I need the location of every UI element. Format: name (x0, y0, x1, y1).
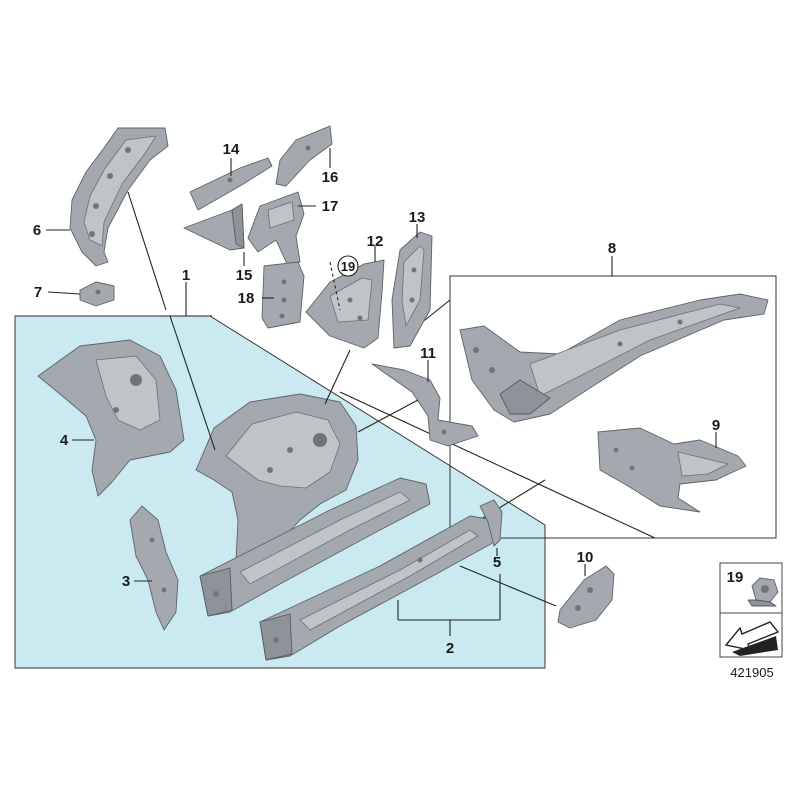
part-2-side-member (259, 515, 499, 661)
legend-box (719, 562, 783, 658)
callout-1: 1 (182, 267, 190, 284)
group-8-connector-line (339, 391, 656, 539)
part-18-plate (261, 261, 305, 329)
part-3-pillar-reinforcement (129, 505, 179, 631)
part-8-side-member (459, 293, 769, 423)
callout-5: 5 (493, 554, 501, 571)
callout-14: 14 (223, 141, 240, 158)
callout-10: 10 (577, 549, 594, 566)
part-4-wheel-house (37, 339, 185, 497)
part-17-frame-bracket (247, 191, 305, 267)
reference-number: 421905 (730, 665, 773, 680)
part-6-wheel-arch-rail (69, 127, 169, 267)
callout-15: 15 (236, 267, 253, 284)
callout-labels: 1 2 3 4 5 6 7 8 9 10 11 12 13 14 15 16 1… (33, 141, 774, 680)
callout-9: 9 (712, 417, 720, 434)
part-14-bracket (189, 157, 273, 211)
callout-12: 12 (367, 233, 384, 250)
callout-19-circle (337, 255, 359, 277)
part-11-bracket (371, 363, 479, 447)
callout-13: 13 (409, 209, 426, 226)
legend-part-label: 19 (727, 569, 744, 586)
callout-18: 18 (238, 290, 255, 307)
callout-7: 7 (34, 284, 42, 301)
callout-11: 11 (420, 345, 436, 362)
group-8-box (449, 275, 777, 539)
arrow-icon (724, 621, 780, 656)
callout-6: 6 (33, 222, 41, 239)
part-15-gusset (183, 203, 245, 251)
part-5-bracket (479, 499, 503, 547)
part-1-front-assembly (195, 393, 431, 617)
callout-4: 4 (60, 432, 69, 449)
callout-17: 17 (322, 198, 339, 215)
part-7-bracket (79, 281, 115, 307)
callout-19: 19 (341, 259, 355, 274)
part-9-bracket (597, 427, 747, 513)
part-16-bracket (275, 125, 333, 187)
part-12-reinforcement (305, 259, 385, 349)
callout-8: 8 (608, 240, 616, 257)
callout-3: 3 (122, 573, 130, 590)
part-10-bracket (557, 565, 615, 629)
callout-2: 2 (446, 640, 454, 657)
part-13-pillar (391, 231, 433, 349)
leader-lines (46, 148, 717, 636)
callout-16: 16 (322, 169, 339, 186)
nut-icon (747, 577, 779, 607)
